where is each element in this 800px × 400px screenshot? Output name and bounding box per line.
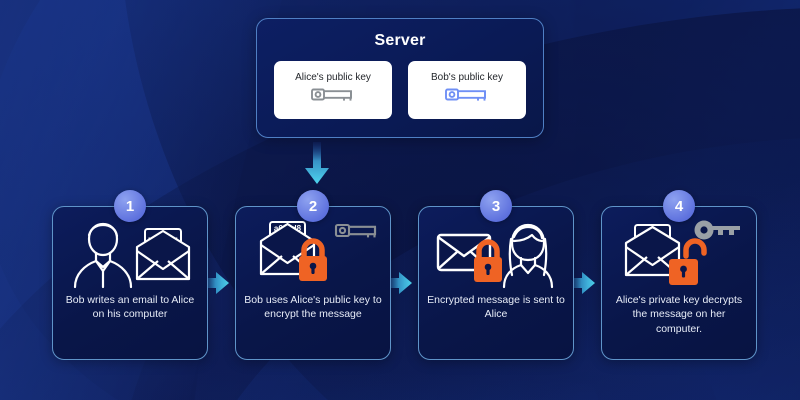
step-caption-4: Alice's private key decrypts the message… (615, 294, 743, 335)
arrow-right-icon (382, 272, 412, 294)
step-3-illustration (419, 207, 573, 293)
step-caption-2: Bob uses Alice's public key to encrypt t… (244, 294, 382, 321)
step-badge-2: 2 (297, 190, 329, 222)
bob-public-key-label: Bob's public key (431, 72, 503, 83)
step-card-2[interactable]: 2 a6ekd8 d9Oop (235, 190, 391, 360)
step-badge-4: 4 (663, 190, 695, 222)
step-card-3[interactable]: 3 (418, 190, 574, 360)
key-solid-icon (694, 220, 740, 240)
padlock-closed-icon (299, 238, 327, 281)
step-card-4[interactable]: 4 Hello! (601, 190, 757, 360)
bob-public-key-card[interactable]: Bob's public key (408, 61, 526, 119)
step-caption-3: Encrypted message is sent to Alice (427, 294, 565, 321)
arrow-down-icon (303, 142, 331, 186)
padlock-closed-icon (474, 239, 502, 282)
step-card-1[interactable]: 1 Hello! (52, 190, 208, 360)
padlock-open-icon (669, 238, 707, 285)
step-1-illustration: Hello! (53, 207, 207, 293)
step-caption-1: Bob writes an email to Alice on his comp… (65, 294, 195, 321)
step-badge-1: 1 (114, 190, 146, 222)
server-panel: Server Alice's public key (256, 18, 544, 138)
person-male-icon (73, 222, 133, 289)
step-badge-3: 3 (480, 190, 512, 222)
arrow-right-icon (565, 272, 595, 294)
step-4-illustration: Hello! (602, 207, 756, 293)
alice-public-key-label: Alice's public key (295, 72, 371, 83)
step-2-illustration: a6ekd8 d9Oopt ftak1 (236, 207, 390, 293)
alice-public-key-card[interactable]: Alice's public key (274, 61, 392, 119)
steps-row: 1 Hello! (0, 186, 800, 366)
key-icon (334, 223, 377, 238)
envelope-open-icon: Hello! (135, 228, 191, 281)
server-title: Server (374, 32, 426, 49)
arrow-right-icon (199, 272, 229, 294)
key-icon (445, 87, 489, 107)
server-key-card-list: Alice's public key Bo (257, 61, 543, 119)
key-icon (311, 87, 355, 107)
person-female-icon (502, 223, 554, 289)
